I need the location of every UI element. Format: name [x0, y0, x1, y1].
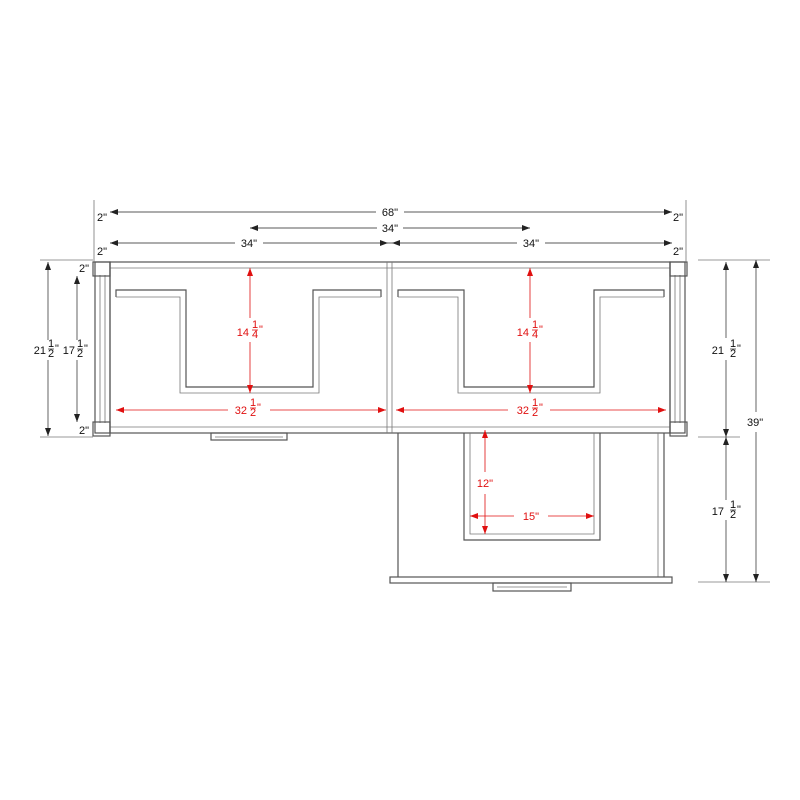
svg-text:2: 2 [77, 348, 83, 360]
right-bottom-post [669, 421, 688, 437]
return-drawer-pull [492, 582, 572, 592]
label-right-cutout-depth: 14 [517, 327, 529, 339]
label-right-upper-height: 21 [712, 345, 724, 357]
label-overall-depth: 39" [747, 417, 763, 429]
dim-overall-depth: 39" [747, 260, 763, 582]
label-lower-cutout-depth: 12" [477, 478, 493, 490]
label-left-cutout-depth: 14 [237, 327, 249, 339]
svg-text:1: 1 [48, 338, 54, 350]
svg-text:": " [55, 343, 59, 355]
svg-text:": " [257, 402, 261, 414]
svg-text:1: 1 [252, 319, 258, 331]
label-lower-cutout-width: 15" [523, 511, 539, 523]
label-left-bottom-thickness: 2" [79, 425, 89, 437]
dim-overall-width: 68" [110, 204, 672, 219]
right-cutout-inner [398, 296, 664, 394]
svg-text:1: 1 [532, 397, 538, 409]
label-left-top-thickness: 2" [79, 263, 89, 275]
dim-right-lower-height: 17 1 2 " [712, 437, 741, 582]
svg-text:": " [539, 324, 543, 336]
right-top-post [669, 261, 688, 277]
upper-section-outline [109, 261, 671, 434]
left-end-panel [94, 261, 111, 434]
left-bottom-post [92, 421, 111, 437]
return-cutout-outer [463, 433, 601, 541]
label-overall-width: 68" [382, 207, 398, 219]
dim-right-span: 32 1 2 " [396, 397, 666, 419]
return-cutout-inner [469, 433, 595, 535]
svg-text:": " [737, 504, 741, 516]
svg-text:2: 2 [48, 348, 54, 360]
dim-sections: 34" 34" [110, 235, 672, 250]
svg-text:4: 4 [252, 329, 258, 341]
dim-left-inner-height: 17 1 2 " [63, 276, 88, 422]
label-right-span: 32 [517, 405, 529, 417]
left-cutout-inner [116, 296, 381, 394]
svg-text:4: 4 [532, 329, 538, 341]
left-top-post [92, 261, 111, 277]
label-section-right: 34" [523, 238, 539, 250]
dim-left-cutout-depth: 14 1 4 " [237, 268, 263, 393]
dim-left-outer-height: 21 1 2 " [34, 262, 59, 436]
left-drawer-pull [210, 432, 288, 441]
label-left-inner-height: 17 [63, 345, 75, 357]
label-top-end-right: 2" [673, 212, 683, 224]
svg-text:1: 1 [730, 499, 736, 511]
dim-lower-cutout-depth: 12" [477, 430, 493, 534]
svg-text:2: 2 [730, 348, 736, 360]
dim-half-width-center: 34" [250, 220, 530, 235]
svg-text:1: 1 [77, 338, 83, 350]
label-inner-end-right: 2" [673, 246, 683, 258]
dim-right-upper-height: 21 1 2 " [712, 262, 741, 437]
label-section-left: 34" [241, 238, 257, 250]
svg-text:2: 2 [730, 509, 736, 521]
label-inner-end-left: 2" [97, 246, 107, 258]
right-end-panel [669, 261, 686, 434]
label-right-lower-height: 17 [712, 506, 724, 518]
label-left-outer-height: 21 [34, 345, 46, 357]
label-top-end-left: 2" [97, 212, 107, 224]
svg-text:": " [259, 324, 263, 336]
label-left-span: 32 [235, 405, 247, 417]
svg-text:2: 2 [532, 407, 538, 419]
svg-text:1: 1 [532, 319, 538, 331]
svg-text:": " [737, 343, 741, 355]
svg-text:": " [539, 402, 543, 414]
svg-text:2: 2 [250, 407, 256, 419]
svg-text:": " [84, 343, 88, 355]
svg-text:1: 1 [250, 397, 256, 409]
svg-text:1: 1 [730, 338, 736, 350]
dim-left-span: 32 1 2 " [116, 397, 386, 419]
label-half-width-center: 34" [382, 223, 398, 235]
return-bottom-panel [389, 576, 673, 584]
dim-right-cutout-depth: 14 1 4 " [517, 268, 543, 393]
dim-lower-cutout-width: 15" [470, 511, 594, 523]
